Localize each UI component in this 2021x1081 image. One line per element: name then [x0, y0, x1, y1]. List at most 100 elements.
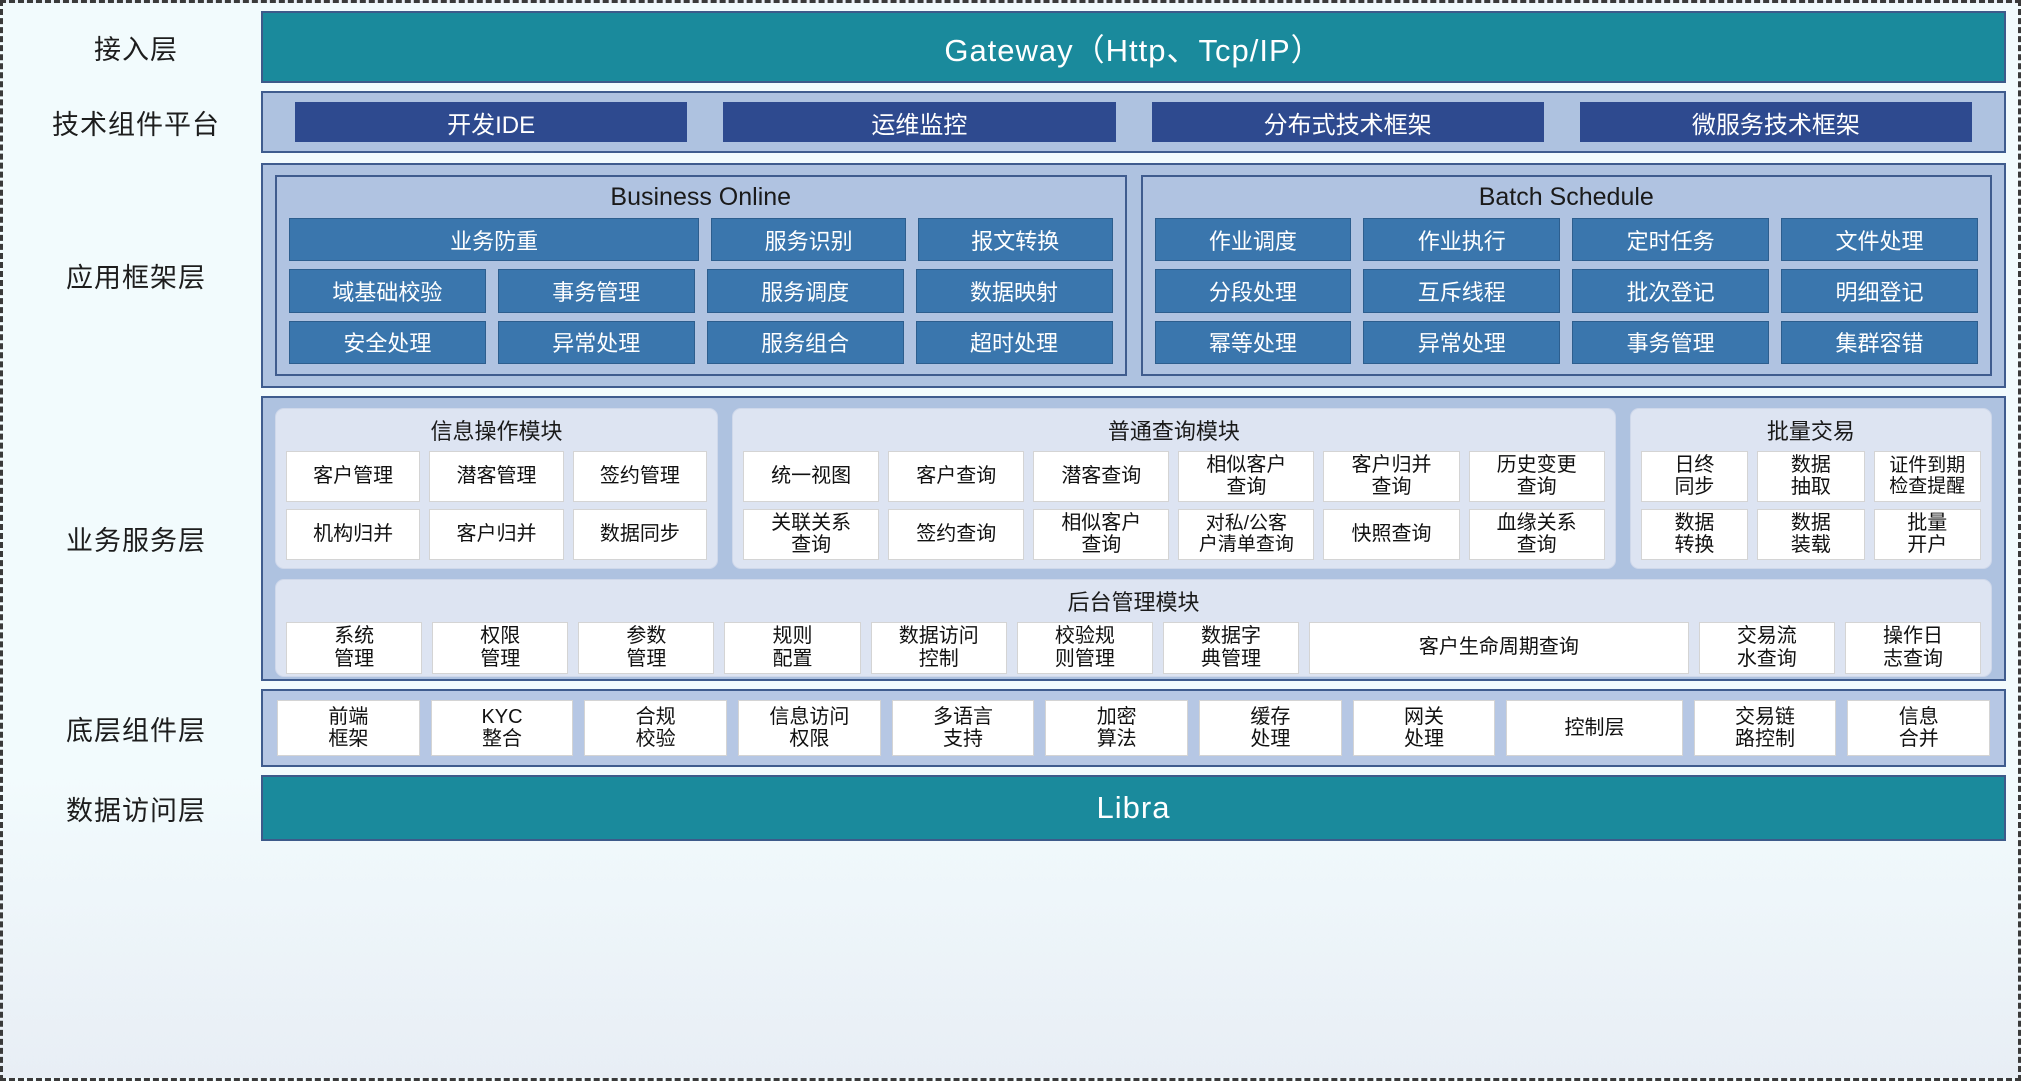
spacer — [11, 388, 2006, 396]
fw-cell[interactable]: 服务组合 — [706, 320, 904, 364]
back-office-row: 系统管理 权限管理 参数管理 规则配置 数据访问控制 校验规则管理 数据字典管理… — [286, 621, 1982, 674]
framework-group-business-online: Business Online 业务防重 服务识别 报文转换 域基础校验 事务管… — [275, 175, 1127, 376]
fw-cell[interactable]: 分段处理 — [1154, 269, 1352, 313]
business-online-grid: 业务防重 服务识别 报文转换 域基础校验 事务管理 服务调度 数据映射 安全处理 — [289, 218, 1113, 364]
batch-transaction-grid: 日终同步 数据抽取 证件到期检查提醒 数据转换 数据装载 批量开户 — [1640, 451, 1981, 560]
libra-bar[interactable]: Libra — [261, 775, 2006, 841]
fw-cell[interactable]: 报文转换 — [917, 218, 1113, 262]
fw-cell[interactable]: 超时处理 — [915, 320, 1113, 364]
back-office-cell[interactable]: 操作日志查询 — [1844, 621, 1982, 674]
fw-cell[interactable]: 集群容错 — [1781, 320, 1978, 364]
module-title-batch-transaction: 批量交易 — [1766, 419, 1855, 444]
back-office-cell[interactable]: 客户生命周期查询 — [1309, 621, 1689, 674]
component-cell[interactable]: 信息访问权限 — [738, 700, 881, 756]
tech-chip-microservice-framework[interactable]: 微服务技术框架 — [1579, 102, 1972, 142]
back-office-cell[interactable]: 参数管理 — [578, 621, 715, 674]
back-office-cell[interactable]: 数据访问控制 — [870, 621, 1007, 674]
framework-row: 分段处理 互斥线程 批次登记 明细登记 — [1154, 269, 1978, 313]
fw-cell[interactable]: 定时任务 — [1572, 218, 1770, 262]
fw-cell[interactable]: 服务识别 — [711, 218, 906, 262]
fw-cell[interactable]: 文件处理 — [1781, 218, 1978, 262]
back-office-cell[interactable]: 系统管理 — [286, 621, 423, 674]
fw-cell[interactable]: 批次登记 — [1572, 269, 1770, 313]
framework-row: 域基础校验 事务管理 服务调度 数据映射 — [289, 269, 1113, 313]
component-cell[interactable]: 加密算法 — [1045, 700, 1189, 756]
service-cell[interactable]: 客户管理 — [286, 451, 421, 502]
component-cell[interactable]: 交易链路控制 — [1693, 700, 1837, 756]
fw-cell[interactable]: 异常处理 — [497, 320, 695, 364]
tech-content: 开发IDE 运维监控 分布式技术框架 微服务技术框架 — [261, 91, 2006, 153]
layer-tech-platform: 技术组件平台 开发IDE 运维监控 分布式技术框架 微服务技术框架 — [11, 91, 2006, 153]
fw-cell[interactable]: 服务调度 — [706, 269, 904, 313]
fw-cell[interactable]: 事务管理 — [1572, 320, 1770, 364]
module-back-office: 后台管理模块 系统管理 权限管理 参数管理 规则配置 数据访问控制 校验规则管理… — [275, 578, 1992, 677]
fw-cell[interactable]: 业务防重 — [289, 218, 700, 262]
component-cell[interactable]: 控制层 — [1506, 700, 1683, 756]
back-office-cell[interactable]: 数据字典管理 — [1162, 621, 1300, 674]
service-cell[interactable]: 批量开户 — [1873, 508, 1981, 560]
fw-cell[interactable]: 幂等处理 — [1154, 320, 1352, 364]
module-batch-transaction: 批量交易 日终同步 数据抽取 证件到期检查提醒 数据转换 数据装载 批量开户 — [1629, 408, 1992, 569]
module-common-query: 普通查询模块 统一视图 客户查询 潜客查询 相似客户查询 客户归并查询 历史变更… — [732, 408, 1616, 569]
layer-label-access: 接入层 — [94, 34, 178, 65]
fw-cell[interactable]: 作业调度 — [1154, 218, 1352, 262]
fw-cell[interactable]: 作业执行 — [1363, 218, 1561, 262]
layer-label-component: 底层组件层 — [66, 715, 206, 746]
service-cell[interactable]: 历史变更查询 — [1468, 451, 1605, 502]
service-cell[interactable]: 相似客户查询 — [1178, 451, 1315, 502]
service-cell[interactable]: 客户归并 — [429, 508, 564, 560]
service-cell[interactable]: 血缘关系查询 — [1468, 508, 1605, 560]
tech-chip-ops-monitor[interactable]: 运维监控 — [723, 102, 1116, 142]
service-cell[interactable]: 数据抽取 — [1757, 451, 1865, 502]
service-cell[interactable]: 日终同步 — [1640, 451, 1749, 502]
module-row: 日终同步 数据抽取 证件到期检查提醒 — [1640, 451, 1981, 502]
fw-cell[interactable]: 事务管理 — [497, 269, 695, 313]
component-cell[interactable]: 网关处理 — [1352, 700, 1496, 756]
service-cell[interactable]: 数据转换 — [1640, 508, 1749, 560]
service-cell[interactable]: 证件到期检查提醒 — [1873, 451, 1981, 502]
service-cell[interactable]: 签约管理 — [572, 451, 708, 502]
service-content: 信息操作模块 客户管理 潜客管理 签约管理 机构归并 客户归并 数据同步 — [261, 396, 2006, 681]
component-cell[interactable]: 信息合并 — [1847, 700, 1991, 756]
fw-cell[interactable]: 安全处理 — [289, 320, 486, 364]
gateway-bar[interactable]: Gateway（Http、Tcp/IP） — [261, 11, 2006, 83]
group-title-business-online: Business Online — [610, 183, 792, 211]
service-cell[interactable]: 关联关系查询 — [743, 508, 880, 560]
back-office-cell[interactable]: 校验规则管理 — [1016, 621, 1153, 674]
layer-label-data: 数据访问层 — [66, 795, 206, 826]
group-title-batch-schedule: Batch Schedule — [1478, 183, 1654, 211]
service-cell[interactable]: 相似客户查询 — [1033, 508, 1170, 560]
service-cell[interactable]: 数据装载 — [1757, 508, 1865, 560]
service-cell[interactable]: 客户查询 — [888, 451, 1025, 502]
service-cell[interactable]: 统一视图 — [743, 451, 880, 502]
back-office-cell[interactable]: 规则配置 — [724, 621, 861, 674]
fw-cell[interactable]: 数据映射 — [915, 269, 1113, 313]
fw-cell[interactable]: 域基础校验 — [289, 269, 486, 313]
spacer — [11, 681, 2006, 689]
service-cell[interactable]: 快照查询 — [1323, 508, 1460, 560]
tech-chip-ide[interactable]: 开发IDE — [295, 102, 688, 142]
service-cell[interactable]: 签约查询 — [888, 508, 1025, 560]
fw-cell[interactable]: 明细登记 — [1781, 269, 1978, 313]
component-cell[interactable]: 合规校验 — [584, 700, 728, 756]
component-cell[interactable]: 前端框架 — [277, 700, 420, 756]
layer-label-tech: 技术组件平台 — [52, 109, 220, 140]
app-framework-panel: Business Online 业务防重 服务识别 报文转换 域基础校验 事务管… — [261, 163, 2006, 388]
fw-cell[interactable]: 异常处理 — [1363, 320, 1561, 364]
layer-data-access: 数据访问层 Libra — [11, 775, 2006, 841]
fw-cell[interactable]: 互斥线程 — [1363, 269, 1561, 313]
service-cell[interactable]: 数据同步 — [572, 508, 708, 560]
component-cell[interactable]: 多语言支持 — [891, 700, 1035, 756]
service-cell[interactable]: 机构归并 — [286, 508, 421, 560]
component-cell[interactable]: 缓存处理 — [1199, 700, 1342, 756]
service-cell[interactable]: 潜客查询 — [1033, 451, 1170, 502]
tech-platform-panel: 开发IDE 运维监控 分布式技术框架 微服务技术框架 — [261, 91, 2006, 153]
tech-chip-distributed-framework[interactable]: 分布式技术框架 — [1151, 102, 1544, 142]
back-office-cell[interactable]: 交易流水查询 — [1698, 621, 1835, 674]
back-office-cell[interactable]: 权限管理 — [432, 621, 569, 674]
service-cell[interactable]: 对私/公客户清单查询 — [1178, 508, 1315, 560]
service-cell[interactable]: 客户归并查询 — [1323, 451, 1460, 502]
service-cell[interactable]: 潜客管理 — [429, 451, 564, 502]
